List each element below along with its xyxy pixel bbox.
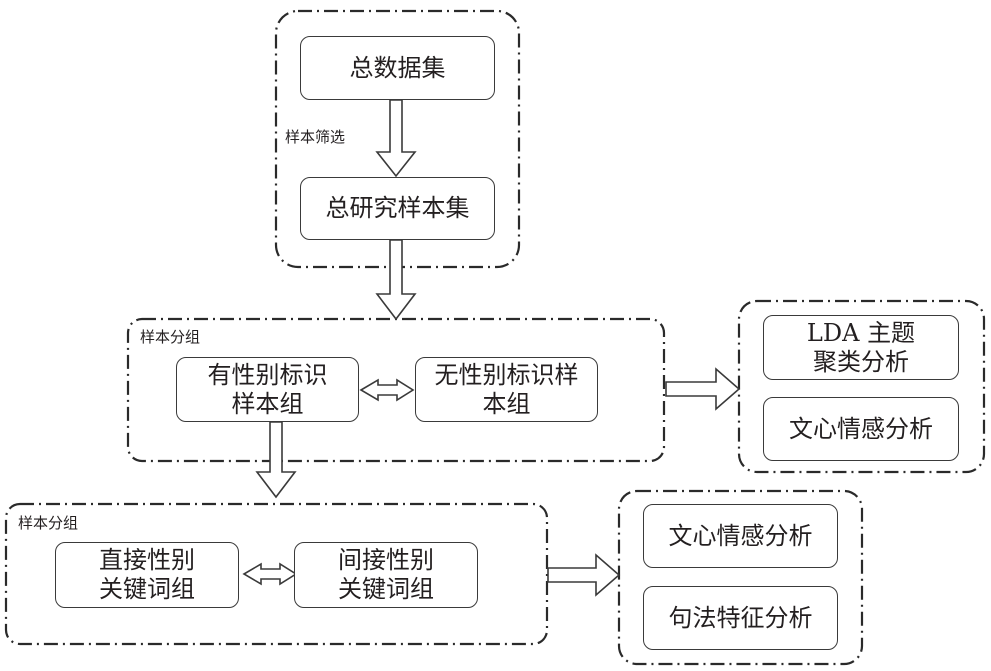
node-wenxin-1: 文心情感分析 [763, 397, 959, 461]
node-no-gender-marked: 无性别标识样 本组 [415, 357, 598, 422]
node-total-dataset: 总数据集 [300, 36, 495, 100]
node-lda: LDA 主题 聚类分析 [763, 315, 959, 380]
bottom-group-title: 样本分组 [18, 514, 79, 532]
arrow-down-3 [255, 421, 297, 499]
node-indirect-keywords: 间接性别 关键词组 [294, 542, 478, 608]
node-direct-keywords: 直接性别 关键词组 [55, 542, 239, 608]
double-arrow-1 [359, 378, 415, 402]
node-total-research-sample: 总研究样本集 [300, 177, 495, 240]
bottom-group-border [4, 502, 549, 646]
arrow-right-1 [665, 367, 741, 411]
arrow-down-2 [375, 239, 417, 321]
node-wenxin-2: 文心情感分析 [643, 504, 838, 568]
node-syntax: 句法特征分析 [643, 586, 838, 650]
double-arrow-2 [242, 562, 298, 586]
bottom-right-group-border [617, 489, 864, 666]
node-gender-marked: 有性别标识 样本组 [176, 357, 359, 422]
middle-group-title: 样本分组 [140, 328, 201, 346]
middle-right-group-border [737, 299, 986, 474]
arrow-right-2 [547, 553, 621, 597]
arrow-down-1 [375, 99, 417, 178]
edge-label-sample-filter: 样本筛选 [285, 128, 346, 146]
